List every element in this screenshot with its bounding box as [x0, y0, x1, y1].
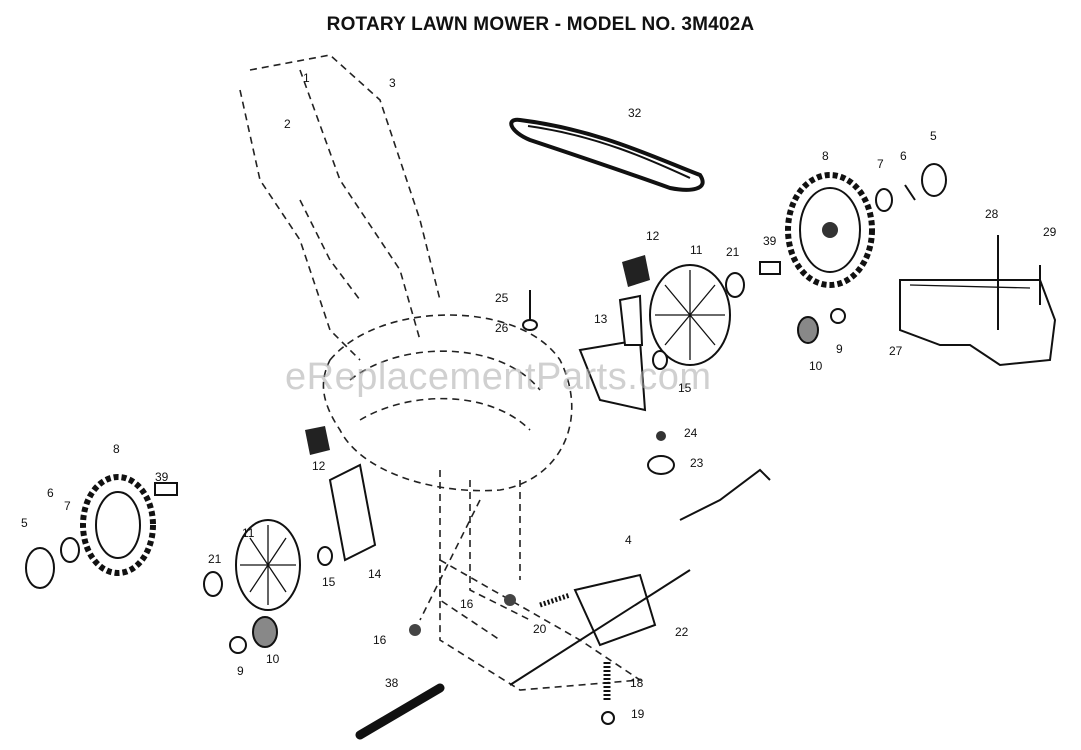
callout-12: 12: [312, 459, 326, 473]
bushing-39-right: [759, 261, 781, 275]
nut-26: [522, 319, 538, 331]
callout-39: 39: [763, 234, 777, 248]
callout-2: 2: [284, 117, 291, 131]
callout-22: 22: [675, 625, 689, 639]
transmission-22: [509, 569, 691, 686]
nut-24: [656, 431, 666, 441]
callout-18: 18: [630, 676, 644, 690]
callout-32: 32: [628, 106, 642, 120]
callout-12: 12: [646, 229, 660, 243]
hubcap-5-right: [921, 163, 947, 197]
knob-12-right: [622, 255, 650, 287]
callout-1: 1: [303, 71, 310, 85]
wheel-rear-right: [785, 172, 875, 288]
washer-7: [875, 188, 893, 212]
nut-9-left: [229, 636, 247, 654]
callout-7: 7: [64, 499, 71, 513]
callout-10: 10: [266, 652, 280, 666]
adjuster-bracket-13: [578, 294, 647, 412]
washer-21-right: [725, 272, 745, 298]
handle-outline: [239, 54, 441, 361]
callout-25: 25: [495, 291, 509, 305]
callout-9: 9: [237, 664, 244, 678]
callout-3: 3: [389, 76, 396, 90]
knob-12-left: [305, 426, 330, 455]
callout-21: 21: [726, 245, 740, 259]
callout-8: 8: [822, 149, 829, 163]
callout-9: 9: [836, 342, 843, 356]
callout-11: 11: [242, 526, 255, 540]
pulley-23: [647, 455, 675, 475]
washer-21-left: [203, 571, 223, 597]
callout-19: 19: [631, 707, 645, 721]
hubcap-5-left: [25, 547, 55, 589]
callout-27: 27: [889, 344, 903, 358]
nut-16-b: [409, 624, 421, 636]
spring-20: [539, 592, 571, 608]
washer-7-left: [60, 537, 80, 563]
callout-7: 7: [877, 157, 884, 171]
mower-deck-outline: [322, 314, 643, 691]
callout-14: 14: [368, 567, 382, 581]
nut-19: [601, 711, 615, 725]
callout-11: 11: [690, 243, 703, 257]
callout-5: 5: [930, 129, 937, 143]
screws-28-29: [997, 235, 1041, 330]
callout-28: 28: [985, 207, 999, 221]
diagram-title: ROTARY LAWN MOWER - MODEL NO. 3M402A: [326, 14, 755, 35]
callout-23: 23: [690, 456, 704, 470]
callout-13: 13: [594, 312, 608, 326]
callout-38: 38: [385, 676, 399, 690]
rod-38: [355, 683, 445, 740]
bushing-39-left: [154, 482, 178, 496]
callout-10: 10: [809, 359, 823, 373]
callout-6: 6: [900, 149, 907, 163]
callout-16: 16: [373, 633, 387, 647]
spring-6: [904, 184, 916, 201]
callout-15: 15: [322, 575, 336, 589]
cable: [679, 468, 771, 521]
callout-6: 6: [47, 486, 54, 500]
callout-20: 20: [533, 622, 547, 636]
bearing-15-left: [317, 546, 333, 566]
callout-21: 21: [208, 552, 222, 566]
rear-deflector: [899, 279, 1057, 367]
callout-26: 26: [495, 321, 509, 335]
adjuster-bracket-14: [328, 463, 377, 562]
callout-24: 24: [684, 426, 698, 440]
wheel-gear-right: [649, 264, 731, 366]
pinion-10-right: [797, 316, 819, 344]
callout-39: 39: [155, 470, 169, 484]
wheel-gear-left: [235, 519, 301, 611]
callout-4: 4: [625, 533, 632, 547]
callout-8: 8: [113, 442, 120, 456]
drive-belt: [509, 117, 705, 192]
callout-16: 16: [460, 597, 474, 611]
pinion-10-left: [252, 616, 278, 648]
callout-5: 5: [21, 516, 28, 530]
nut-9-right: [830, 308, 846, 324]
callout-29: 29: [1043, 225, 1057, 239]
wheel-front-left: [80, 474, 156, 576]
callout-15: 15: [678, 381, 692, 395]
bearing-15-right: [652, 350, 668, 370]
nut-16-a: [504, 594, 516, 606]
